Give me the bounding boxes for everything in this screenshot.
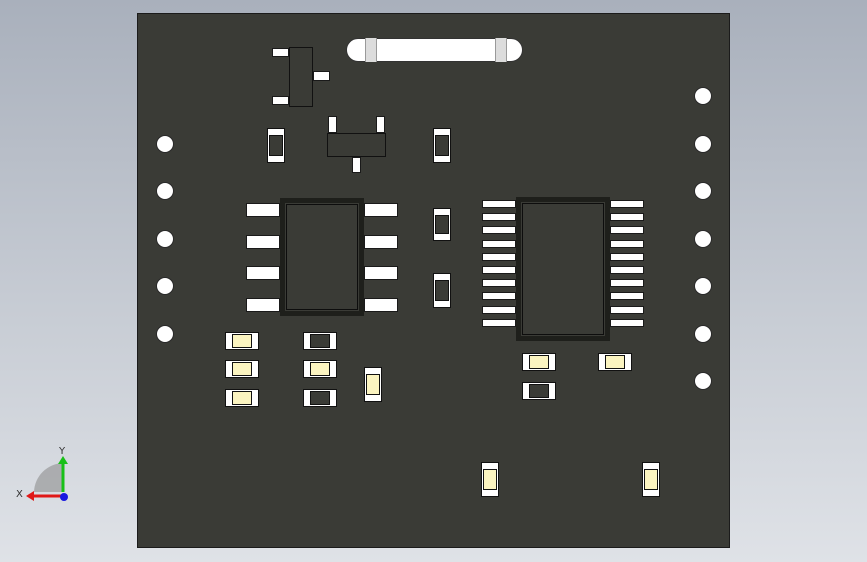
header-hole[interactable] <box>694 87 712 105</box>
ic-pin-pad <box>610 226 644 235</box>
header-hole[interactable] <box>694 325 712 343</box>
led[interactable] <box>481 462 499 497</box>
ic-pin-pad <box>482 318 516 327</box>
ic-pin-pad <box>364 235 398 249</box>
transistor-body[interactable] <box>327 133 386 157</box>
y-axis-head <box>58 456 68 464</box>
resistor[interactable] <box>433 273 451 308</box>
ic-pin-pad <box>482 200 516 208</box>
ic-pin-pad <box>482 292 516 301</box>
ic-soic20[interactable] <box>516 197 610 341</box>
ic-pin-pad <box>482 239 516 248</box>
header-hole[interactable] <box>156 182 174 200</box>
ic-pin-pad <box>482 266 516 274</box>
ic-pin-pad <box>610 252 644 261</box>
transistor-pad <box>376 116 385 133</box>
transistor-pad <box>328 116 337 133</box>
ic-pin-pad <box>610 318 644 327</box>
crystal-band <box>495 38 507 62</box>
header-hole[interactable] <box>156 325 174 343</box>
ic-pin-pad <box>482 279 516 288</box>
header-hole[interactable] <box>156 230 174 248</box>
regulator-body[interactable] <box>289 47 313 107</box>
ic-pin-pad <box>610 279 644 288</box>
axis-triad: Y X <box>16 446 68 501</box>
ic-pin-pad <box>246 266 280 280</box>
x-axis-head <box>26 491 34 501</box>
crystal-oscillator[interactable] <box>346 38 523 62</box>
capacitor[interactable] <box>522 382 556 400</box>
led[interactable] <box>225 332 259 350</box>
ic-pin-pad <box>246 298 280 312</box>
ic-pin-pad <box>364 298 398 312</box>
ic-pin-pad <box>364 203 398 217</box>
ic-pin-pad <box>610 200 644 208</box>
header-hole[interactable] <box>694 135 712 153</box>
capacitor[interactable] <box>433 128 451 163</box>
origin-dot <box>60 493 68 501</box>
regulator-pad <box>313 71 330 81</box>
header-hole[interactable] <box>694 372 712 390</box>
ic-pin-pad <box>482 252 516 261</box>
led[interactable] <box>598 353 632 371</box>
triad-arc <box>34 463 63 492</box>
transistor-pad <box>352 157 361 173</box>
pcb-board[interactable] <box>137 13 730 548</box>
ic-pin-pad <box>364 266 398 280</box>
header-hole[interactable] <box>694 182 712 200</box>
ic-pin-pad <box>610 292 644 301</box>
led[interactable] <box>522 353 556 371</box>
regulator-pad <box>272 48 289 57</box>
ic-pin-pad <box>610 213 644 222</box>
resistor[interactable] <box>433 208 451 241</box>
ic-pin-pad <box>482 305 516 314</box>
ic-pin-pad <box>610 266 644 274</box>
led[interactable] <box>303 360 337 378</box>
ic-pin-pad <box>610 239 644 248</box>
capacitor[interactable] <box>303 332 337 350</box>
ic-soic8[interactable] <box>280 198 364 316</box>
capacitor[interactable] <box>303 389 337 407</box>
ic-pin-pad <box>246 203 280 217</box>
header-hole[interactable] <box>694 230 712 248</box>
capacitor[interactable] <box>267 128 285 163</box>
header-hole[interactable] <box>156 135 174 153</box>
ic-pin-pad <box>246 235 280 249</box>
crystal-band <box>365 38 377 62</box>
led[interactable] <box>364 367 382 402</box>
regulator-pad <box>272 96 289 105</box>
led[interactable] <box>642 462 660 497</box>
ic-pin-pad <box>610 305 644 314</box>
led[interactable] <box>225 389 259 407</box>
ic-pin-pad <box>482 226 516 235</box>
header-hole[interactable] <box>694 277 712 295</box>
ic-pin-pad <box>482 213 516 222</box>
header-hole[interactable] <box>156 277 174 295</box>
y-axis-label: Y <box>58 446 66 457</box>
led[interactable] <box>225 360 259 378</box>
x-axis-label: X <box>16 489 23 500</box>
